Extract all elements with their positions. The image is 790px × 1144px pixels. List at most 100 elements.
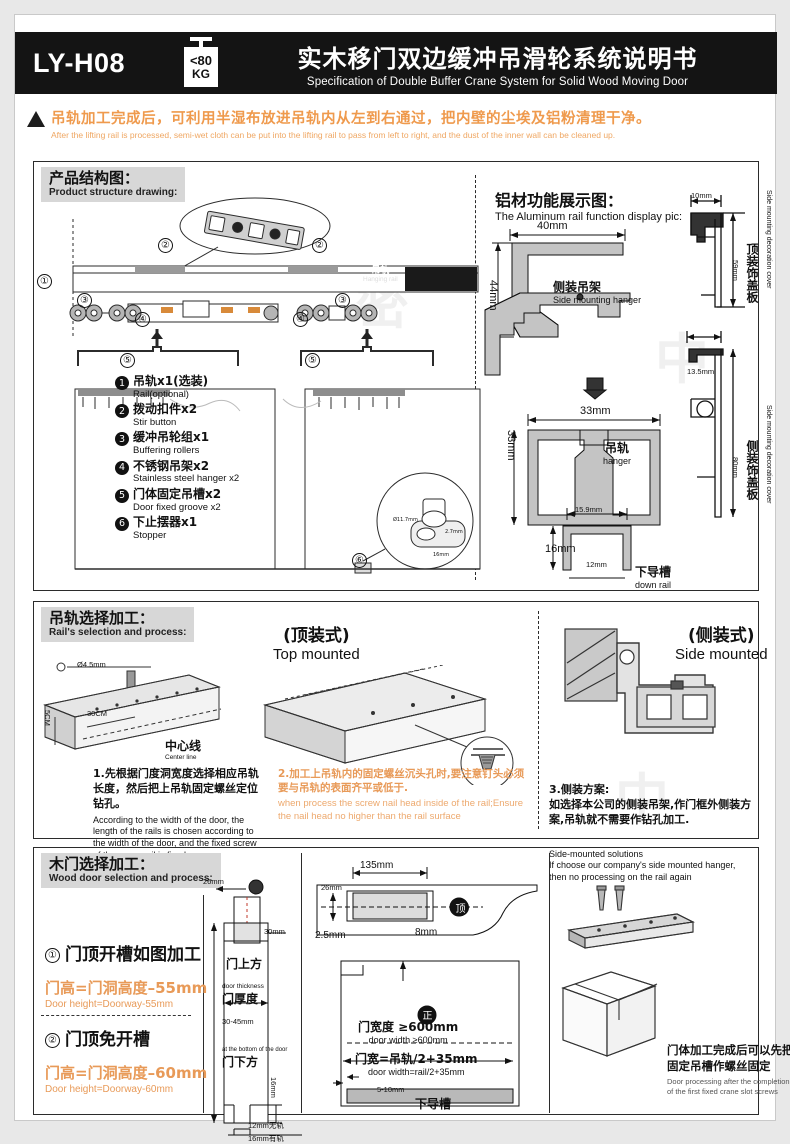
- dim-gap: 5-10mm: [377, 1085, 405, 1094]
- callout-5a: ⑤: [120, 352, 140, 370]
- door-top-label: 门上方: [226, 957, 263, 971]
- dim-135mm: 13.5mm: [687, 367, 715, 376]
- title-block: 实木移门双边缓冲吊滑轮系统说明书 Specification of Double…: [238, 39, 777, 88]
- door-width2-en: door width=rail/2+35mm: [368, 1067, 465, 1077]
- part-label-cn: 吊轨x1(选装): [133, 374, 209, 388]
- center-line-label: 中心线 Center line: [165, 737, 201, 761]
- section3-title: 木门选择加工： Wood door selection and process:: [41, 853, 221, 888]
- part-number: 5: [115, 488, 129, 503]
- dim-59mm: 59mm: [731, 260, 740, 281]
- badge-front-label: 正: [419, 1006, 436, 1023]
- door-thickness-cn: 门厚度: [222, 992, 259, 1007]
- model-code: LY-H08: [33, 47, 126, 78]
- top-cover-cn: 顶装饰盖板: [745, 243, 759, 303]
- rail-label-cn: 吊轨: [371, 266, 390, 276]
- list-item: 6 下止摆器x1 Stopper: [115, 514, 345, 541]
- dim-12mm: 12mm: [586, 560, 607, 569]
- dim-10mm: 10mm: [691, 191, 712, 200]
- part-label-en: Stopper: [133, 529, 167, 541]
- door-width2-cn: 门宽=吊轨/2+35mm: [355, 1052, 478, 1066]
- dim-135mm-top: 135mm: [360, 860, 394, 871]
- door-width-en: door width ≥600mm: [368, 1035, 448, 1045]
- section1-title-en: Product structure drawing:: [49, 186, 178, 198]
- note2-en: when process the screw nail head inside …: [278, 798, 524, 822]
- part-label-cn: 拨动扣件x2: [133, 402, 198, 417]
- section2-title-en: Rail's selection and process:: [49, 626, 187, 638]
- warning-text-cn: 吊轨加工完成后，可利用半湿布放进吊轨内从左到右通过，把内壁的尘埃及铝粉清理干净。: [51, 111, 651, 127]
- door-thickness-label: door thickness 门厚度: [222, 983, 264, 1007]
- side-mounted-cn: (侧装式): [688, 626, 755, 646]
- down-rail-label: 下导槽 down rail: [635, 563, 671, 590]
- side-cover-en: Side mounting decoration cover: [765, 405, 772, 504]
- dim-25mm: 2.5mm: [315, 930, 346, 941]
- part-label-cn: 下止摆器x1: [133, 514, 198, 529]
- side-hanger-cn: 侧装吊架: [553, 280, 602, 294]
- part-number: 1: [115, 376, 129, 390]
- aluminum-section-heading: 铝材功能展示图： The Aluminum rail function disp…: [495, 187, 682, 223]
- side-mounted-heading: (侧装式) Side mounted: [675, 621, 768, 663]
- top-cover-label-en: Side mounting decoration cover: [759, 190, 777, 288]
- weight-limit-unit: KG: [192, 66, 210, 81]
- parts-list: 1 吊轨x1(选装) Rail(optional) 2 拨动扣件x2 Stir …: [115, 374, 345, 544]
- list-item: 5 门体固定吊槽x2 Door fixed groove x2: [115, 487, 345, 513]
- badge-top-label: 顶: [452, 899, 469, 916]
- note3-cn: 3.侧装方案: 如选择本公司的侧装吊架,作门框外侧装方案,吊轨就不需要作钻孔加工…: [549, 783, 752, 826]
- dim-44mm: 44mm: [487, 280, 499, 311]
- dim-40mm: 40mm: [537, 220, 568, 232]
- part-number: 2: [115, 404, 129, 419]
- rail-label: 吊轨 Hanging rail: [363, 263, 398, 283]
- side-hanger-en: Side mounting hanger: [553, 295, 642, 305]
- header-bar: LY-H08 <80 KG 实木移门双边缓冲吊滑轮系统说明书 Specifica…: [15, 32, 777, 94]
- dim-26mm-right: 26mm: [321, 883, 342, 892]
- weight-limit-value: <80: [189, 52, 213, 68]
- option2-formula-cn: 门高=门洞高度–60mm: [45, 1064, 208, 1082]
- option1-number: ①: [45, 948, 60, 964]
- dim-16mm-door: 16mm: [269, 1077, 278, 1098]
- dim-33mm-width: 33mm: [580, 405, 611, 417]
- option1-formula-en: Door height=Doorway-55mm: [45, 999, 174, 1010]
- dim-16mm-with-rail: 16mm有轨: [248, 1134, 284, 1143]
- section3-divider-3: [549, 853, 550, 1113]
- section-wood-door: [33, 847, 759, 1115]
- callout-4a: ④: [135, 311, 155, 329]
- door-width-cn: 门宽度 ≥600mm: [358, 1020, 459, 1034]
- part-number: 6: [115, 516, 129, 531]
- option2-cn: 门顶免开槽: [65, 1030, 150, 1050]
- option1-formula-cn: 门高=门洞高度–55mm: [45, 979, 208, 997]
- top-mounted-en: Top mounted: [273, 646, 360, 663]
- section1-title-cn: 产品结构图：: [49, 169, 140, 187]
- side-cover-cn: 侧装饰盖板: [745, 440, 759, 500]
- dim-26mm-left: 26mm: [203, 877, 224, 886]
- door-bottom-cn: 门下方: [222, 1055, 259, 1070]
- hanger-label: 吊轨 hanger: [603, 439, 631, 466]
- rail-label-en: Hanging rail: [363, 276, 398, 283]
- weight-limit-badge: <80 KG: [178, 37, 224, 89]
- door-width-note: 门宽度 ≥600mm door width ≥600mm: [358, 1018, 458, 1045]
- dim-30-45mm: 30-45mm: [222, 1017, 254, 1026]
- section2-divider: [538, 611, 539, 829]
- door-width-formula: 门宽=吊轨/2+35mm door width=rail/2+35mm: [355, 1050, 478, 1077]
- part-label-en: Stir button: [133, 416, 177, 428]
- part-label-en: Door fixed groove x2: [133, 501, 221, 513]
- badge-front: 正: [419, 1006, 436, 1024]
- callout-3a: ③: [77, 292, 97, 310]
- page-title-cn: 实木移门双边缓冲吊滑轮系统说明书: [297, 44, 698, 73]
- section3-divider-2: [301, 853, 302, 1113]
- hook-icon: [190, 37, 212, 49]
- list-item: 4 不锈钢吊架x2 Stainless steel hanger x2: [115, 459, 345, 485]
- dim-33mm-height: 33mm: [505, 430, 517, 461]
- top-mounted-heading: (顶装式) Top mounted: [273, 621, 360, 663]
- hanger-cn: 吊轨: [605, 441, 630, 455]
- final-note: 门体加工完成后可以先把固定吊槽作螺丝固定 Door processing aft…: [667, 1043, 790, 1097]
- section3-divider-1: [203, 895, 204, 1113]
- note-1: 1.先根据门度洞宽度选择相应吊轨长度，然后把上吊轨固定螺丝定位钻孔。 Accor…: [93, 767, 263, 861]
- spec-sheet-page: 密 中 密 中 密 LY-H08 <80 KG 实木移门双边缓冲吊滑轮系统说明书…: [14, 14, 790, 1143]
- dim-drill: Ø4.5mm: [77, 660, 106, 669]
- list-item: 1 吊轨x1(选装) Rail(optional): [115, 374, 345, 400]
- top-cover-en: Side mounting decoration cover: [765, 190, 772, 289]
- option2-number: ②: [45, 1033, 60, 1049]
- warning-banner: 吊轨加工完成后，可利用半湿布放进吊轨内从左到右通过，把内壁的尘埃及铝粉清理干净。…: [15, 101, 777, 149]
- callout-5b: ⑤: [305, 352, 325, 370]
- aluminum-heading-en: The Aluminum rail function display pic:: [495, 211, 683, 223]
